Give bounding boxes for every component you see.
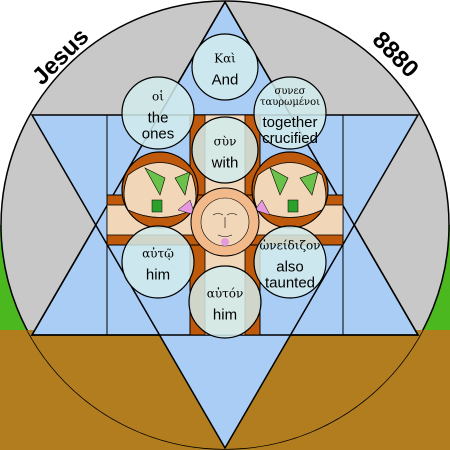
greek-word: ὠνείδιζον	[260, 239, 321, 253]
english-word: together	[262, 114, 317, 131]
word-circle: σὺν with	[191, 116, 259, 184]
face-icon	[190, 187, 260, 257]
english-word: him	[213, 307, 237, 324]
word-circle-bg	[253, 225, 327, 299]
word-circle-bg	[191, 116, 259, 184]
word-circle: αὐτῷ him	[121, 225, 195, 299]
greek-word: οἱ	[152, 89, 164, 104]
greek-word: συνεσ	[275, 86, 306, 97]
word-circle-bg	[121, 225, 195, 299]
english-word: taunted	[265, 275, 315, 292]
word-circle-bg	[253, 76, 327, 150]
english-word: with	[211, 155, 239, 172]
crucified-figure-icon	[251, 151, 329, 229]
english-word: him	[146, 267, 170, 284]
english-word: the	[148, 110, 169, 127]
greek-word: αὐτόν	[207, 287, 244, 301]
english-word: crucified	[262, 130, 318, 147]
word-circle-bg	[191, 33, 259, 101]
word-circle-bg	[121, 76, 195, 150]
greek-word: σὺν	[214, 135, 237, 149]
word-circle-bg	[188, 265, 262, 339]
greek-word: αὐτῷ	[142, 247, 174, 261]
english-word: also	[276, 259, 304, 276]
greek-word: ταυρωμένοι	[260, 97, 320, 108]
english-word: And	[212, 72, 239, 89]
crucified-figure-icon	[121, 151, 199, 229]
greek-word: Καὶ	[214, 52, 236, 66]
word-circle: αὐτόν him	[188, 265, 262, 339]
english-word: ones	[142, 126, 175, 143]
